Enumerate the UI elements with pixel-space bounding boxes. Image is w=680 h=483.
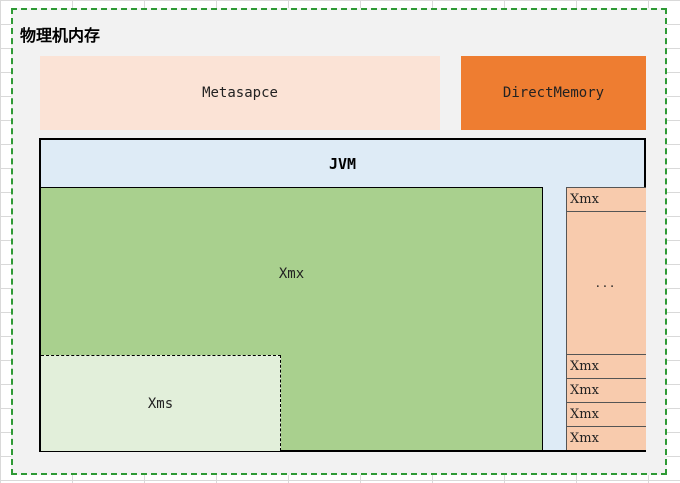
xms-region: Xms [41, 355, 281, 451]
jvm-title: JVM [328, 155, 357, 173]
direct-memory-label: DirectMemory [502, 85, 605, 101]
direct-memory-box: DirectMemory [461, 56, 646, 130]
stack-cell: Xmx [566, 378, 646, 402]
stack-column: Xmx ... Xmx Xmx Xmx Xmx [566, 187, 646, 450]
heap-xmx-label: Xmx [278, 266, 305, 282]
stack-cell: Xmx [566, 354, 646, 378]
jvm-box: JVM Xmx Xms Xmx ... Xmx Xmx Xmx Xmx [39, 138, 646, 452]
heap-xmx-region: Xmx Xms [41, 187, 543, 451]
physical-memory-title: 物理机内存 [20, 26, 101, 45]
metaspace-label: Metasapce [202, 85, 278, 101]
metaspace-box: Metasapce [40, 56, 440, 130]
stack-cell: Xmx [566, 402, 646, 426]
stack-cell: Xmx [566, 187, 646, 211]
xms-label: Xms [147, 395, 174, 412]
stack-cell: Xmx [566, 426, 646, 450]
stack-cell-ellipsis: ... [566, 211, 646, 354]
